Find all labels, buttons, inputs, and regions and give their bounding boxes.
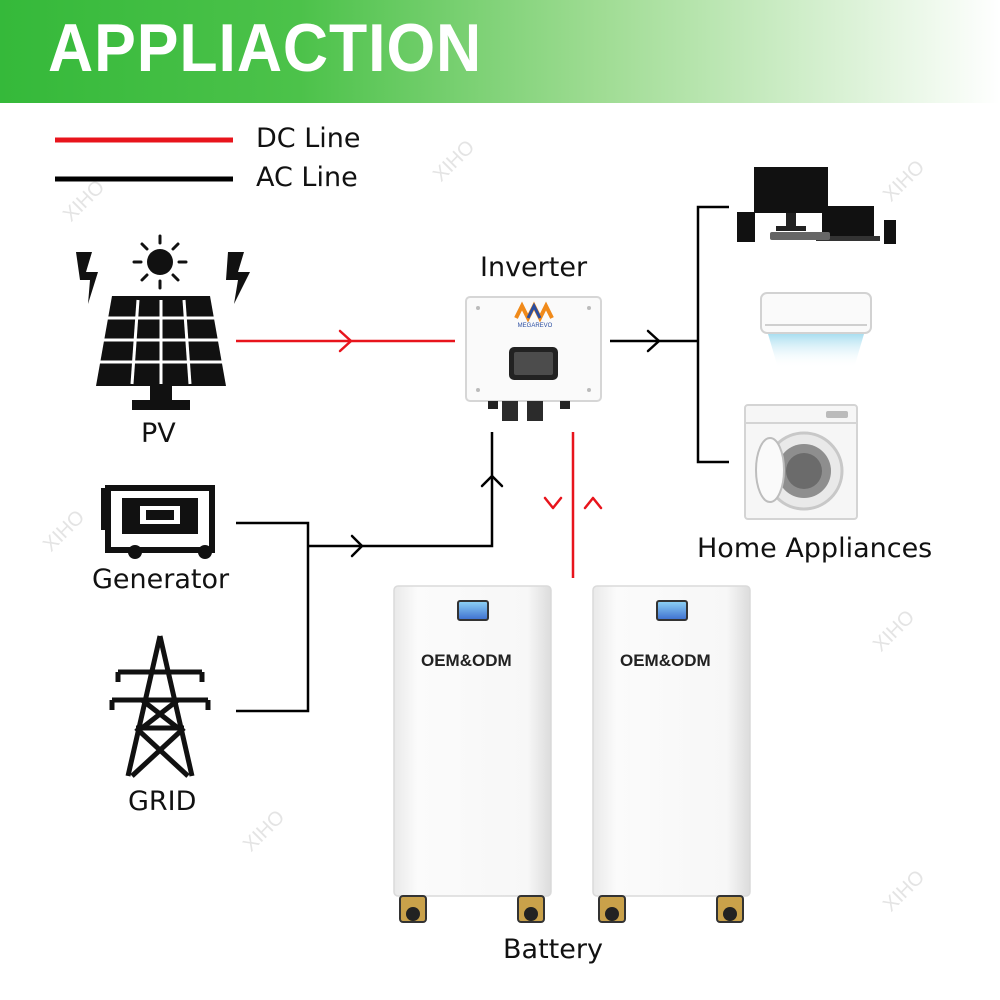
battery-oem-label: OEM&ODM — [421, 651, 512, 670]
source-to-inverter-line — [308, 432, 494, 548]
pv-label: PV — [141, 418, 176, 449]
page-title: APPLIACTION — [48, 10, 483, 86]
legend-ac-label: AC Line — [256, 162, 358, 193]
solar-panel-icon — [96, 296, 226, 410]
inverter-icon: MEGAREVO — [465, 296, 602, 421]
grid-label: GRID — [128, 786, 197, 817]
battery-oem-label: OEM&ODM — [620, 651, 711, 670]
lightning-icon — [76, 252, 98, 304]
pv-arrow-icon — [338, 329, 353, 353]
loads-bus — [696, 205, 729, 464]
legend-lines — [55, 137, 233, 182]
air-conditioner-icon — [760, 292, 872, 368]
battery-cabinet-icon — [592, 585, 751, 923]
legend-dc-label: DC Line — [256, 123, 361, 154]
battery-discharge-arrow-icon — [583, 496, 603, 510]
battery-label: Battery — [503, 934, 603, 965]
header-banner: APPLIACTION — [0, 0, 1000, 103]
lightning-icon — [226, 252, 250, 304]
inverter-brand-text: MEGAREVO — [518, 323, 553, 329]
computer-set-icon — [737, 167, 896, 244]
up-arrow-icon — [480, 474, 504, 488]
flow-arrows — [338, 329, 661, 558]
battery-charge-arrow-icon — [543, 496, 563, 510]
generator-label: Generator — [92, 564, 230, 595]
connection-lines — [236, 205, 729, 713]
source-arrow-icon — [350, 534, 364, 558]
source-ac-bus — [236, 521, 310, 713]
sun-icon — [132, 234, 188, 290]
generator-icon — [101, 485, 215, 559]
home-appliances-label: Home Appliances — [697, 533, 933, 564]
washing-machine-icon — [744, 404, 858, 520]
load-arrow-icon — [646, 329, 661, 353]
transmission-tower-icon — [109, 635, 211, 778]
inverter-label: Inverter — [480, 252, 588, 283]
battery-cabinet-icon — [393, 585, 552, 923]
